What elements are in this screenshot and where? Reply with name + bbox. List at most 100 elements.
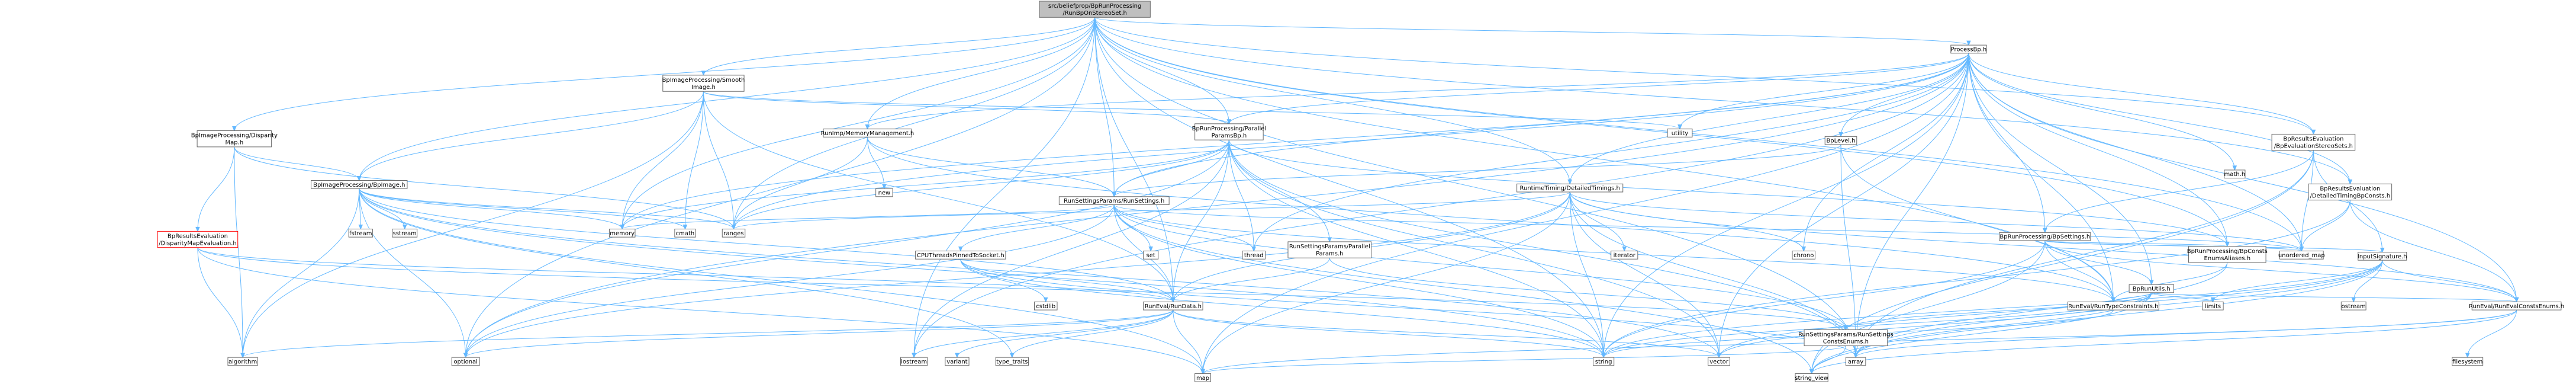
edge-dettiming-to-string [1603,200,2350,358]
arrowhead-runtiming-to-iterator [1622,247,1627,252]
edge-cputhreads-to-array [960,259,1856,358]
node-dispeval[interactable]: BpResultsEvaluation/DisparityMapEvaluati… [157,231,239,248]
edge-parallel-to-bpconsts [1228,140,2228,247]
arrowhead-disparity-to-bpimage [357,175,362,181]
node-array[interactable]: array [1845,357,1866,366]
node-iterator[interactable]: iterator [1611,251,1638,260]
node-thread[interactable]: thread [1242,251,1266,260]
node-string[interactable]: string [1593,357,1615,366]
edge-runevaldata-to-type_traits [1012,310,1174,358]
edge-root-to-bpimage [359,17,1096,181]
node-iterator-box [1611,251,1638,260]
node-filesystem-label: filesystem [2452,359,2482,365]
node-limits[interactable]: limits [2202,301,2224,311]
node-filesystem[interactable]: filesystem [2452,357,2484,366]
node-set[interactable]: set [1143,251,1159,260]
node-runsettings[interactable]: RunSettingsParams/RunSettings.h [1058,196,1170,205]
node-bputils[interactable]: BpRunUtils.h [2129,284,2174,293]
node-processbp[interactable]: ProcessBp.h [1950,44,1987,54]
node-root[interactable]: src/beliefprop/BpRunProcessing/RunBpOnSt… [1039,1,1151,18]
node-chrono[interactable]: chrono [1792,251,1815,260]
node-ranges-box [722,228,746,238]
arrowhead-runevalconsts-to-array [1853,353,1858,359]
edge-runimpmem-to-runevaltype [867,137,2114,302]
node-dettiming-label: BpResultsEvaluation [2320,186,2380,193]
node-bpsettings[interactable]: BpRunProcessing/BpSettings.h [1999,232,2091,241]
node-math[interactable]: math.h [2224,169,2246,179]
node-iterator-label: iterator [1614,252,1636,259]
node-runtiming[interactable]: RuntimeTiming/DetailedTimings.h [1516,183,1624,193]
edge-runtiming-to-map [1202,191,1570,374]
node-ostream[interactable]: ostream [2340,301,2366,311]
node-rsconsts[interactable]: RunSettingsParams/RunSettingsConstsEnums… [1798,329,1894,347]
edge-runsettings-to-string_view [1113,204,1812,374]
arrowhead-runtiming-to-runevaldata [1171,297,1176,303]
node-runevaldata[interactable]: RunEval/RunData.h [1143,301,1203,311]
edge-processbp-to-dettiming [1968,53,2350,184]
node-runimpmem[interactable]: RunImp/MemoryManagement.h [821,129,915,137]
node-iostream[interactable]: iostream [900,357,928,366]
edge-root-to-processbp [1094,17,1969,46]
edge-inputsig-to-runevalconsts [2382,260,2517,302]
node-type_traits[interactable]: type_traits [995,357,1029,366]
arrowhead-root-to-smooth [701,71,706,76]
arrowhead-runsettings-to-cputhreads [958,247,963,252]
edge-root-to-ranges [733,17,1096,229]
arrowhead-runevaldata-to-algorithm [240,353,245,359]
node-inputsig[interactable]: InputSignature.h [2358,251,2407,261]
node-unordered_map[interactable]: unordered_map [2278,251,2325,260]
node-new[interactable]: new [875,188,893,197]
edge-processbp-to-ranges [733,53,1969,229]
edge-inputsig-to-ostream [2353,260,2383,302]
edge-runtiming-to-iterator [1569,191,1625,251]
edge-processbp-to-string [1603,53,1969,358]
node-memory[interactable]: memory [608,228,636,238]
node-smooth-box [662,75,745,92]
edge-cputhreads-to-string [960,259,1604,358]
node-cputhreads[interactable]: CPUThreadsPinnedToSocket.h [915,251,1006,260]
node-evalstereo-label: /BpEvaluationStereoSets.h [2274,143,2353,150]
node-dettiming[interactable]: BpResultsEvaluation/DetailedTimingBpCons… [2308,183,2393,201]
node-algorithm[interactable]: algorithm [227,357,258,366]
node-evalstereo[interactable]: BpResultsEvaluation/BpEvaluationStereoSe… [2271,133,2356,151]
node-ranges[interactable]: ranges [722,228,746,238]
node-rsconsts-label: RunSettingsParams/RunSettings [1798,331,1894,338]
node-bplevel[interactable]: BpLevel.h [1824,136,1857,145]
node-vector[interactable]: vector [1708,357,1731,366]
arrowhead-runevaldata-to-vector [1717,353,1721,359]
arrowhead-evalstereo-to-inputsig [2380,247,2385,253]
arrowhead-cputhreads-to-cstdlib [1043,297,1048,303]
node-array-box [1845,357,1866,366]
node-fstream[interactable]: fstream [348,228,373,238]
node-set-label: set [1147,252,1155,259]
node-optional[interactable]: optional [451,357,480,366]
node-bpimage[interactable]: BpImageProcessing/BpImage.h [311,180,408,189]
node-variant[interactable]: variant [945,357,970,366]
node-cstdlib[interactable]: cstdlib [1033,301,1058,311]
node-optional-box [451,357,480,366]
arrowhead-inputsig-to-runevalconsts [2514,297,2519,303]
node-disparity[interactable]: BpImageProcessing/DisparityMap.h [191,130,278,148]
arrowhead-bplevel-to-runsettings [1112,192,1116,198]
edge-bpsettings-to-string_view [1811,240,2046,374]
node-runtiming-box [1516,183,1624,193]
node-cmath[interactable]: cmath [674,228,696,238]
edge-runsettings-to-optional [465,204,1115,358]
node-runevaltype[interactable]: RunEval/RunTypeConstraints.h [2067,301,2159,311]
node-disparity-label: BpImageProcessing/Disparity [191,133,278,139]
node-utility[interactable]: utility [1667,129,1693,137]
node-algorithm-box [227,357,258,366]
node-cputhreads-box [915,251,1006,260]
node-map[interactable]: map [1194,373,1211,382]
node-runevalconsts[interactable]: RunEval/RunEvalConstsEnums.h [2469,301,2564,311]
node-string_view[interactable]: string_view [1795,373,1828,382]
edge-processbp-to-optional [465,53,1969,358]
edge-root-to-bpconsts [1094,17,2228,247]
node-sstream[interactable]: sstream [392,228,418,238]
edge-runevalconsts-to-string_view [1811,309,2517,374]
edge-bputils-to-limits [2151,292,2214,302]
